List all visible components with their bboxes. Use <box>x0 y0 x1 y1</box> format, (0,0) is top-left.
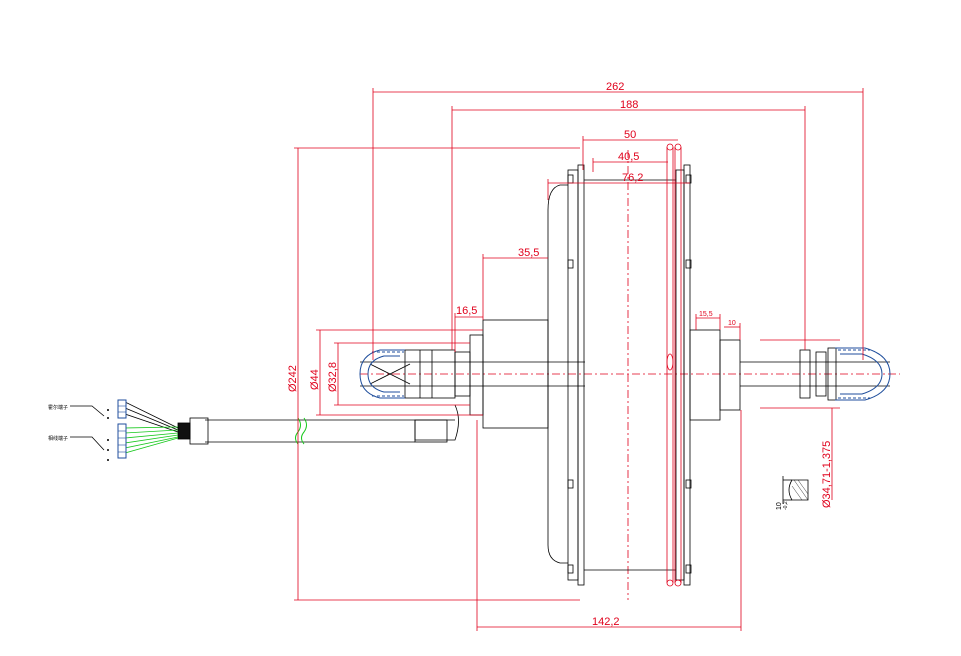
left-hub <box>359 319 585 429</box>
right-hub <box>689 329 891 421</box>
dim-35-5-text: 35,5 <box>518 247 539 259</box>
dim-40-5-text: 40,5 <box>618 151 639 163</box>
dim-262-text: 262 <box>606 81 624 93</box>
wires <box>124 401 179 454</box>
axle-flat-detail <box>782 476 809 504</box>
dim-thread-text: Ø34,71-1,375 <box>821 441 833 508</box>
hall-connector <box>117 399 127 419</box>
dim-d242-text: Ø242 <box>287 365 299 392</box>
dim-15-5-text: 15,5 <box>699 311 713 318</box>
dim-188-text: 188 <box>620 99 638 111</box>
dim-d32-8-text: Ø32,8 <box>327 362 339 392</box>
hall-connector-label: 霍尔端子 <box>48 404 68 411</box>
connector-leaders <box>70 405 109 461</box>
dim-16-5-text: 16,5 <box>456 305 477 317</box>
phase-connector-label: 相线端子 <box>48 435 68 442</box>
dim-142-2-text: 142,2 <box>592 616 620 628</box>
hub-shell <box>547 143 692 587</box>
center-lines <box>360 150 900 600</box>
dimension-lines <box>294 88 864 631</box>
cable <box>177 404 459 445</box>
dim-d44-text: Ø44 <box>309 369 321 390</box>
flat-width-text: 10 <box>776 502 783 510</box>
dim-50-text: 50 <box>624 129 636 141</box>
flat-tolerance-text: -0,2 <box>783 501 789 510</box>
dim-10-text: 10 <box>728 320 736 327</box>
dim-76-2-text: 76,2 <box>622 172 643 184</box>
phase-connector <box>117 423 127 459</box>
